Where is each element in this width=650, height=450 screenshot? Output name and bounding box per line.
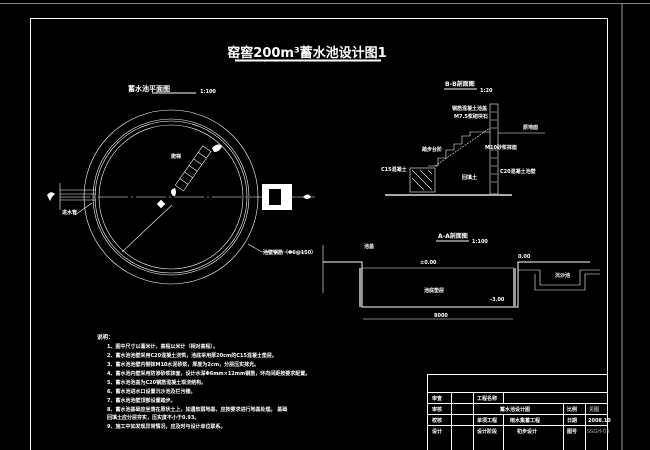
title-block-cell: 2008.10 (588, 418, 611, 424)
section-b-label: 钢筋混凝土池盖 (452, 105, 487, 112)
pool-section-outline (323, 261, 590, 308)
note-item: 4、蓄水池内壁采用防渗砂浆抹面，设计水深Φ6mm×12mm钢筋，环向间距按要求配… (107, 370, 310, 377)
title-block-cell: 审查 (432, 395, 443, 402)
section-b-label: C20混凝土池壁 (500, 168, 536, 175)
section-a-label: 0.00 (518, 254, 531, 260)
section-b-label: 踏步台阶 (422, 146, 443, 153)
section-b-label: C15混凝土 (381, 166, 407, 173)
note-item: 6、蓄水池进水口设置沉沙池及拦污栅。 (107, 388, 195, 395)
title-block-cell: 见图 (589, 406, 599, 413)
ladder (174, 145, 212, 192)
section-b-label: M7.5浆砌块石 (454, 113, 488, 120)
section-a-title: A-A剖面图 (438, 232, 468, 240)
note-item: 3、蓄水池池壁内侧抹M10水泥砂浆，厚度为2cm，分层压实抹光。 (107, 361, 259, 368)
title-block-cell: 比例 (567, 406, 577, 413)
title-block-cell: 设计 (432, 428, 442, 435)
section-b-label: 回填土 (462, 174, 477, 181)
plan-label-inlet: 进水管 (62, 209, 77, 216)
title-block-cell: 图号 (567, 428, 577, 435)
section-a-label: 池底垫层 (424, 287, 444, 294)
wall-block (409, 167, 436, 193)
section-b-view: B-B剖面图 1:20 钢筋混凝土池盖 M7.5浆砌块石 踏步台阶 C15混凝土… (381, 80, 545, 196)
section-b-label: M10砂浆抹面 (485, 144, 517, 151)
section-a-scale: 1:100 (472, 239, 488, 245)
plan-title: 蓄水池平面图 (128, 84, 170, 93)
notes-heading: 说明： (97, 333, 114, 341)
section-a-label: 池盖 (364, 243, 374, 250)
title-block-cell: 初步设计 (517, 428, 537, 435)
title-block-cell: 审核 (432, 406, 442, 413)
note-item: 5、蓄水池池盖为C20钢筋混凝土现浇结构。 (107, 379, 206, 386)
note-item: 1、图中尺寸以毫米计，高程以米计（相对高程）。 (107, 343, 218, 350)
plan-label-ladder: 爬梯 (170, 153, 181, 160)
note-item: 7、蓄水池池壁顶部设置踏步。 (107, 397, 175, 404)
title-block-cell: 设计阶段 (477, 428, 497, 435)
section-b-title: B-B剖面图 (445, 80, 475, 88)
section-a-label: ±0.00 (420, 260, 437, 266)
section-a-view: A-A剖面图 1:100 8000 池盖 ±0.00 0.00 池底垫层 -3.… (322, 232, 600, 320)
note-item: 2、蓄水池池壁采用C20混凝土浇筑，池底采用厚20cm的C15混凝土垫层。 (107, 352, 277, 359)
title-block-cell: 单项工程 (477, 417, 497, 424)
section-a-dimension: 8000 (434, 313, 448, 319)
inner-frame (30, 18, 608, 450)
title-block-cell: 雨水集蓄工程 (510, 417, 540, 424)
note-item: 8、蓄水池基础应坐落在原状土上，如遇软弱地基，应按要求进行地基处理。 基础 (107, 406, 287, 413)
section-a-label: 沉沙池 (555, 272, 570, 279)
section-b-label: 原地面 (523, 124, 538, 131)
drawing-title: 窑窖200m³蓄水池设计图1 (227, 45, 386, 61)
plan-label-rebar: 池壁钢筋（Φ6@150） (263, 249, 316, 256)
note-item: 9、施工中如发现异常情况，应及时与设计单位联系。 (107, 423, 225, 430)
section-a-label: -3.00 (490, 297, 505, 303)
note-item: 回填土应分层夯实，压实度不小于0.93。 (107, 414, 199, 421)
title-block-cell: 校核 (432, 417, 442, 424)
plan-scale: 1:100 (200, 89, 216, 95)
plan-view: 蓄水池平面图 1:100 爬梯 进水管 池壁钢筋（Φ6@150） (47, 84, 316, 285)
title-block: 审查 工程名称 审核 蓄水池设计图 比例 见图 校核 单项工程 雨水集蓄工程 日… (427, 374, 611, 450)
title-block-cell: SSGH-03 (587, 429, 609, 435)
title-block-cell: 工程名称 (477, 395, 497, 402)
steps (428, 131, 490, 167)
notes: 说明： 1、图中尺寸以毫米计，高程以米计（相对高程）。 2、蓄水池池壁采用C20… (97, 333, 310, 430)
title-block-cell: 日期 (567, 417, 577, 424)
section-b-scale: 1:20 (480, 88, 493, 94)
title-block-cell: 蓄水池设计图 (500, 406, 530, 413)
